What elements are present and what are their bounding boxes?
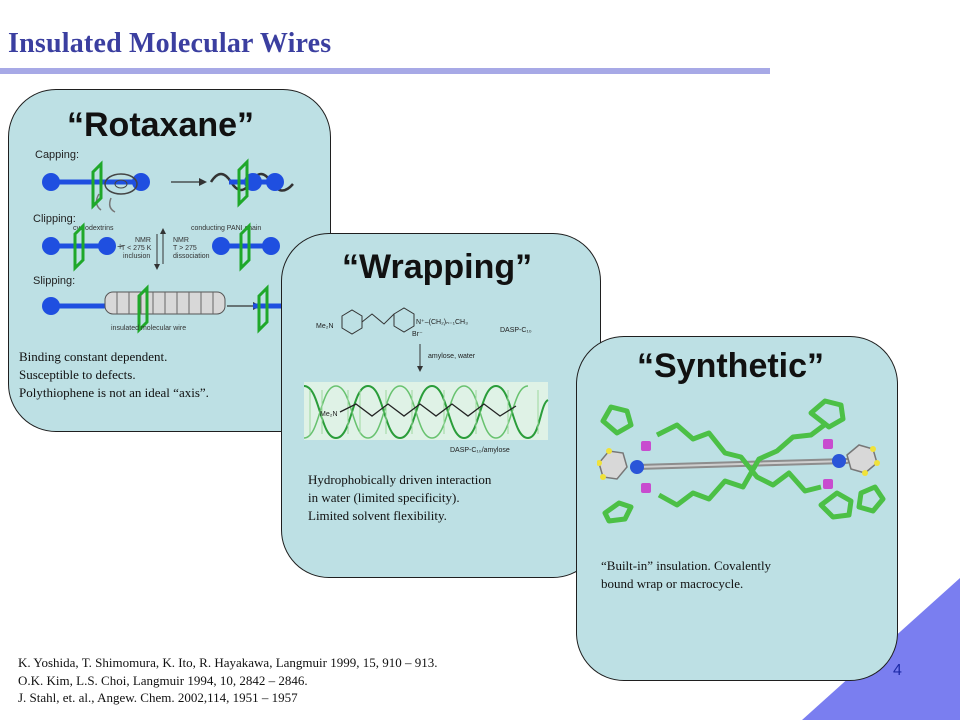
rotaxane-heading: “Rotaxane” (67, 106, 255, 144)
complex-label: DASP-C₁₀/amylose (450, 447, 510, 454)
wrapping-heading: “Wrapping” (342, 248, 533, 286)
dasp-dye-structure: Me₂N N⁺–(CH₂)ₙ₋₁CH₃ Br⁻ DASP-C₁₀ (316, 307, 532, 338)
inclusion-label: inclusion (123, 253, 150, 260)
wrapping-chain (600, 398, 886, 524)
reference-item: K. Yoshida, T. Shimomura, K. Ito, R. Hay… (18, 655, 438, 670)
clipping-reactants: + (42, 222, 123, 272)
pani-chain-label: conducting PANI chain (191, 225, 261, 232)
phosphorus-atoms (641, 439, 833, 493)
references: K. Yoshida, T. Shimomura, K. Ito, R. Hay… (18, 654, 437, 707)
synthetic-note: “Built-in” insulation. Covalently (601, 558, 772, 573)
dasp-label: DASP-C₁₀ (500, 327, 532, 334)
rotaxane-note: Binding constant dependent. (19, 349, 168, 364)
rotaxane-scheme-figure: Capping: Clipping: Slipping: cyclodextri… (33, 149, 302, 334)
wrapping-note: Hydrophobically driven interaction (308, 472, 492, 487)
wrapping-note: Limited solvent flexibility. (308, 508, 447, 523)
synthetic-molecule-figure (597, 398, 886, 524)
reference-item: O.K. Kim, L.S. Choi, Langmuir 1994, 10, … (18, 672, 308, 688)
insulated-wire-label: insulated molecular wire (111, 325, 186, 332)
rotaxane-note: Susceptible to defects. (19, 367, 136, 382)
page-number: 4 (893, 662, 902, 679)
capping-label: Capping: (35, 149, 79, 161)
wrapping-panel: “Wrapping” Me₂N N⁺–(CH₂)ₙ₋₁CH₃ Br⁻ DASP-… (281, 233, 601, 578)
capping-product (209, 158, 294, 208)
rotaxane-notes: Binding constant dependent. Susceptible … (19, 348, 209, 402)
capping-reactants (42, 160, 150, 213)
slipping-reactants (42, 284, 226, 334)
temp-high-label: T > 275 (173, 245, 197, 252)
dye-left-label: Me₂N (316, 323, 334, 330)
amylose-helix: Me₂N (303, 382, 549, 440)
reference-item: J. Stahl, et. al., Angew. Chem. 2002,114… (18, 690, 298, 705)
complex-left-label: Me₂N (320, 411, 338, 418)
counterion-label: Br⁻ (412, 331, 423, 338)
synthetic-panel: “Synthetic” (576, 336, 898, 681)
rotaxane-note: Polythiophene is not an ideal “axis”. (19, 385, 209, 400)
end-caps (597, 444, 880, 480)
metal-centers (630, 454, 846, 474)
amylose-wrapping-figure: Me₂N N⁺–(CH₂)ₙ₋₁CH₃ Br⁻ DASP-C₁₀ amylose… (303, 307, 549, 454)
synthetic-note: bound wrap or macrocycle. (601, 576, 744, 591)
synthetic-notes: “Built-in” insulation. Covalently bound … (601, 557, 771, 593)
dye-right-label: N⁺–(CH₂)ₙ₋₁CH₃ (416, 319, 468, 326)
reagent-label: amylose, water (428, 353, 476, 360)
wrapping-notes: Hydrophobically driven interaction in wa… (308, 471, 491, 525)
synthetic-heading: “Synthetic” (637, 347, 825, 385)
dissociation-label: dissociation (173, 253, 210, 260)
nmr-right-label: NMR (173, 237, 189, 244)
svg-text:+: + (117, 241, 123, 253)
molecular-backbone (634, 458, 850, 470)
cyclodextrins-label: cyclodextrins (73, 225, 114, 232)
rotaxane-panel: “Rotaxane” Capping: Clipping: Slipping: … (8, 89, 331, 432)
slide-title: Insulated Molecular Wires (8, 28, 332, 59)
title-underline (0, 68, 770, 74)
clipping-product (212, 222, 280, 272)
wrapping-note: in water (limited specificity). (308, 490, 460, 505)
clipping-label: Clipping: (33, 213, 76, 225)
nmr-left-label: NMR (135, 237, 151, 244)
temp-low-label: T < 275 K (121, 245, 152, 252)
slipping-label: Slipping: (33, 275, 75, 287)
